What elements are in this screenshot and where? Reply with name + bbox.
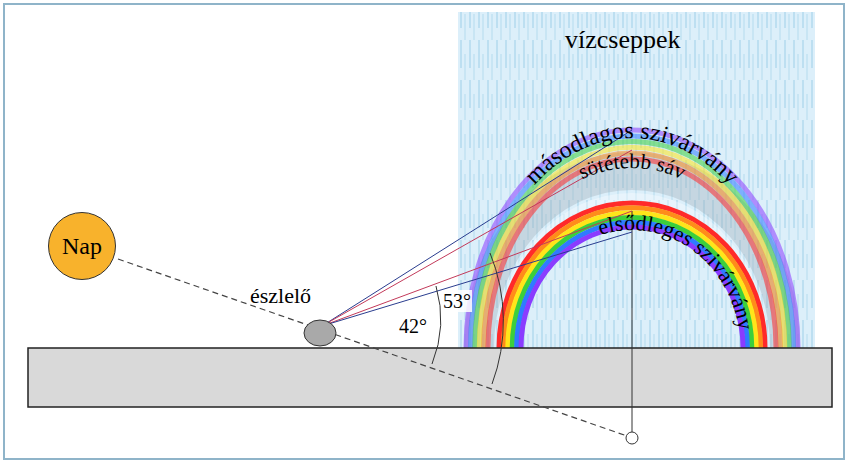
water-drops	[458, 12, 815, 348]
angle-label: 42°	[398, 315, 428, 337]
angle-arc	[432, 286, 441, 364]
arc-label: sötétebb sáv	[575, 149, 690, 184]
axis-line	[632, 211, 633, 432]
ray-red	[322, 211, 632, 326]
ground	[28, 348, 832, 407]
angle-label: 53°	[442, 290, 472, 312]
frame	[4, 4, 844, 459]
sun-circle: Nap	[48, 212, 116, 280]
ray-violet	[322, 232, 632, 326]
arc-label: elsődleges szivárvány	[595, 210, 759, 332]
antisolar-point	[626, 432, 638, 444]
region-label: vízcseppek	[565, 26, 681, 55]
sun-ray-line	[118, 259, 627, 436]
node-label: Nap	[62, 233, 102, 260]
angle-arc	[490, 253, 503, 384]
observer-label: észlelő	[250, 284, 311, 308]
arc-label: másodlagos szivárvány	[520, 117, 745, 189]
observer	[304, 320, 336, 346]
